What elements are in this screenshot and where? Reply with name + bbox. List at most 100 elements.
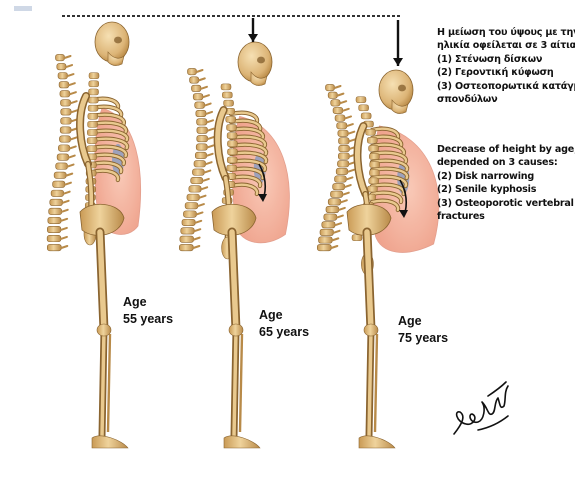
- vertebra: [196, 144, 207, 150]
- vertebra: [182, 219, 195, 225]
- vertebra-process: [195, 221, 201, 223]
- vertebra: [318, 237, 332, 243]
- vertebra: [227, 157, 237, 163]
- age-label-65: Age 65 years: [259, 307, 309, 341]
- vertebra-process: [348, 132, 354, 134]
- vertebra: [56, 163, 68, 169]
- vertebra-process: [198, 204, 204, 206]
- vertebra-process: [343, 193, 349, 195]
- arrow-head: [393, 58, 403, 66]
- vertebra-process: [61, 228, 67, 230]
- vertebra: [338, 153, 349, 159]
- vertebra: [89, 89, 99, 95]
- vertebra: [47, 244, 61, 250]
- vertebra: [60, 100, 70, 106]
- vertebra: [61, 118, 72, 124]
- vertebra: [191, 177, 203, 183]
- vertebra: [49, 208, 62, 214]
- vertebra-process: [68, 74, 74, 76]
- vertebra-process: [346, 177, 352, 179]
- vertebra: [339, 138, 350, 144]
- caption-english: Decrease of height by age, is depended o…: [437, 143, 572, 223]
- vertebra: [193, 94, 203, 100]
- arrow-head: [248, 34, 258, 42]
- vertebra-process: [66, 65, 72, 67]
- caption-greek-line: (2) Γεροντική κύφωση: [437, 66, 572, 79]
- vertebra-process: [64, 192, 70, 194]
- vertebra: [47, 226, 61, 232]
- vertebra-process: [347, 124, 353, 126]
- vertebra-process: [343, 109, 349, 111]
- caption-greek-line: Η μείωση του ύψους με την: [437, 26, 572, 39]
- vertebra: [89, 81, 99, 87]
- vertebra-process: [207, 120, 213, 122]
- vertebra-process: [194, 229, 200, 231]
- vertebra: [324, 214, 337, 220]
- caption-english-line: (2) Senile kyphosis: [437, 183, 572, 196]
- vertebra: [227, 141, 237, 147]
- vertebra-process: [69, 156, 75, 158]
- vertebra-process: [203, 179, 209, 181]
- vertebra: [366, 129, 376, 135]
- vertebra: [221, 84, 231, 90]
- vertebra-process: [61, 237, 67, 239]
- caption-english-line: Decrease of height by age, is: [437, 143, 572, 156]
- vertebra: [183, 211, 196, 217]
- age-value: 65 years: [259, 324, 309, 341]
- vertebra: [57, 154, 69, 160]
- side-spine: [179, 68, 213, 250]
- vertebra: [188, 68, 197, 74]
- vertebra-process: [62, 210, 68, 212]
- vertebra: [197, 127, 208, 133]
- vertebra: [333, 107, 343, 113]
- vertebra-process: [197, 70, 203, 72]
- vertebra: [328, 199, 341, 205]
- vertebra: [361, 113, 371, 119]
- vertebra-process: [206, 162, 212, 164]
- vertebra: [224, 100, 234, 106]
- vertebra: [369, 178, 379, 184]
- vertebra-process: [345, 185, 351, 187]
- vertebra: [88, 97, 98, 103]
- vertebra-process: [61, 219, 67, 221]
- foot: [359, 436, 395, 448]
- caption-english-line: (3) Osteoporotic vertebral: [437, 197, 572, 210]
- vertebra: [196, 110, 206, 116]
- vertebra: [56, 54, 65, 60]
- vertebra: [369, 154, 379, 160]
- vertebra: [317, 244, 331, 250]
- vertebra: [192, 169, 204, 175]
- vertebra: [331, 100, 340, 106]
- vertebra-process: [206, 112, 212, 114]
- caption-greek-line: (1) Στένωση δίσκων: [437, 53, 572, 66]
- vertebra-process: [337, 216, 343, 218]
- vertebra: [187, 194, 200, 200]
- age-label: Age: [259, 307, 309, 324]
- vertebra: [326, 84, 335, 90]
- vertebra: [339, 145, 350, 151]
- vertebra: [352, 235, 362, 241]
- vertebra-process: [201, 187, 207, 189]
- vertebra: [87, 146, 97, 152]
- vertebra: [338, 130, 348, 136]
- vertebra: [58, 72, 67, 78]
- vertebra: [197, 135, 208, 141]
- vertebra: [369, 170, 379, 176]
- vertebra: [336, 168, 348, 174]
- age-value: 55 years: [123, 311, 173, 328]
- signature: [448, 372, 518, 442]
- vertebra-process: [68, 165, 74, 167]
- eye-socket: [398, 85, 406, 92]
- vertebra: [367, 186, 377, 192]
- vertebra-process: [339, 208, 345, 210]
- skeleton-figure: [47, 22, 140, 448]
- vertebra-process: [193, 246, 199, 248]
- vertebra: [320, 229, 334, 235]
- vertebra-process: [63, 201, 69, 203]
- vertebra: [227, 124, 237, 130]
- vertebra: [322, 222, 335, 228]
- fibula: [375, 334, 377, 432]
- vertebra: [335, 115, 345, 121]
- eye-socket: [114, 37, 122, 44]
